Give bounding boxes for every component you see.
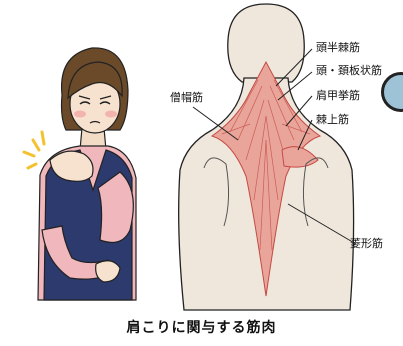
figure-caption: 肩こりに関与する筋肉 bbox=[0, 317, 403, 337]
label-splenius-cervicis: 頭・頚板状筋 bbox=[316, 65, 382, 77]
label-rhomboid: 菱形筋 bbox=[350, 238, 383, 250]
label-supraspinatus: 棘上筋 bbox=[316, 114, 349, 126]
label-trapezius: 僧帽筋 bbox=[170, 92, 203, 104]
label-splenius-capitis: 頭半棘筋 bbox=[316, 42, 360, 54]
label-levator-scapulae: 肩甲挙筋 bbox=[316, 90, 360, 102]
